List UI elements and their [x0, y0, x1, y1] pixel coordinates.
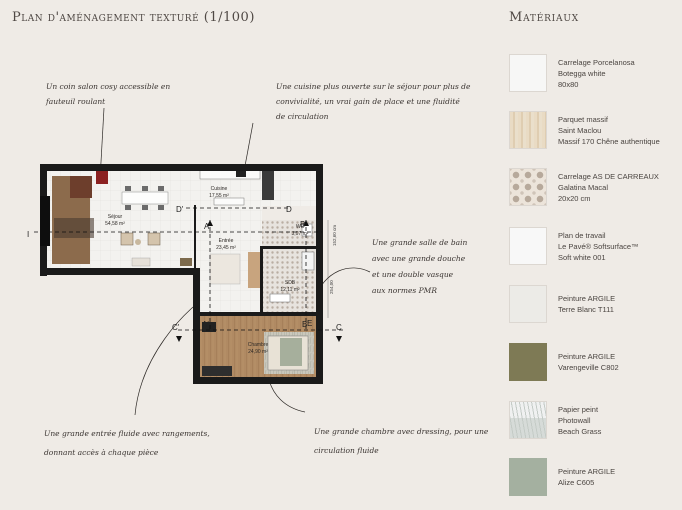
material-item: Peinture ARGILE Alize C605 [509, 458, 679, 498]
lounge-chair-1 [120, 232, 134, 246]
note-sdb: Une grande salle de bain avec une grande… [372, 238, 468, 295]
double-vanity [269, 293, 291, 303]
room-wc-area: 3,07 m² [292, 231, 309, 237]
fireplace [40, 196, 50, 246]
bathroom-toilet [301, 251, 315, 271]
wall-south-sejour [40, 268, 198, 275]
section-markers [176, 220, 342, 342]
section-label-a: A [204, 222, 210, 231]
section-label-d: D [286, 205, 292, 214]
section-label-b: B [300, 220, 305, 229]
wall-north [40, 164, 323, 171]
section-label-c: C [336, 323, 342, 332]
wall-east [316, 164, 323, 384]
armchair-red [70, 176, 92, 198]
room-sejour-name: Séjour [108, 214, 123, 220]
wall-chambre-north [196, 312, 317, 316]
wall-wc-sdb [262, 246, 317, 249]
room-cuisine-area: 17,55 m² [209, 193, 229, 199]
bedroom-dresser [202, 366, 232, 376]
entree-rug [209, 253, 241, 285]
materials-title: Matériaux [509, 10, 579, 25]
room-cuisine-name: Cuisine [211, 186, 228, 192]
note-entree: Une grande entrée fluide avec rangements… [44, 429, 210, 457]
paint-swatch [509, 458, 547, 496]
room-entree-name: Entrée [219, 238, 234, 244]
bedroom-desk [202, 322, 216, 332]
note-cuisine: Une cuisine plus ouverte sur le séjour p… [276, 82, 471, 121]
section-label-b2: B' [302, 320, 309, 329]
material-item: Plan de travail Le Pavé® Softsurface™ So… [509, 227, 679, 267]
section-label-d2: D' [176, 205, 184, 214]
section-label-i: I [27, 230, 29, 239]
furniture [52, 169, 315, 376]
room-chambre-area: 24,90 m² [248, 349, 268, 355]
side-table [135, 239, 141, 245]
material-item: Parquet massif Saint Maclou Massif 170 C… [509, 111, 679, 151]
section-marker-c-left [176, 336, 182, 342]
dimension-1: 152,60 cm [332, 225, 337, 246]
paint-swatch [509, 285, 547, 323]
plain-tile-swatch [509, 54, 547, 92]
paint-swatch [509, 343, 547, 381]
kitchen-counter [199, 169, 261, 180]
section-marker-b [303, 220, 309, 226]
wood-swatch [509, 111, 547, 149]
section-label-e: E [307, 319, 312, 328]
cooktop [236, 170, 246, 177]
room-sdb-area: 12,11 m² [280, 287, 300, 293]
wall-entree-sdb [260, 246, 263, 316]
fridge [262, 170, 274, 200]
material-item: Peinture ARGILE Terre Blanc T111 [509, 285, 679, 325]
section-label-c2: C' [172, 323, 180, 332]
room-chambre-name: Chambre [248, 342, 269, 348]
material-item: Peinture ARGILE Varengeville C802 [509, 343, 679, 383]
wall-south-chambre [193, 377, 323, 384]
room-wc-name: WC [296, 224, 305, 230]
section-marker-a [207, 220, 213, 226]
lounge-chair-2 [147, 232, 161, 246]
section-marker-c-right [336, 336, 342, 342]
page-title: Plan d'aménagement texturé (1/100) [12, 10, 255, 25]
section-label-a2: A' [202, 320, 209, 329]
kitchen-island [213, 197, 245, 206]
material-item: Carrelage Porcelanosa Botegga white 80x8… [509, 54, 679, 94]
rug [54, 218, 94, 238]
cabinet [180, 258, 192, 266]
worktop-swatch [509, 227, 547, 265]
room-sdb-name: SDB [285, 280, 296, 286]
leader-cuisine [244, 122, 254, 167]
note-chambre: Une grande chambre avec dressing, pour u… [314, 427, 489, 455]
wall-sejour-entree [194, 205, 196, 269]
wall-west-chambre [193, 268, 200, 384]
note-salon: Un coin salon cosy accessible en fauteui… [46, 82, 171, 106]
room-sejour-area: 54,58 m² [105, 221, 125, 227]
pattern-tile-swatch [509, 168, 547, 206]
dimension-2: 254,00 [329, 280, 334, 294]
dining-chairs [125, 186, 164, 210]
entree-storage [248, 252, 260, 288]
room-entree-area: 23,45 m² [216, 245, 236, 251]
plant-red [96, 170, 108, 184]
section-lines [34, 207, 346, 332]
wallpaper-swatch [509, 401, 547, 439]
dining-table [121, 191, 169, 205]
bench [131, 257, 151, 267]
material-item: Carrelage AS DE CARREAUX Galatina Macal … [509, 168, 679, 208]
bedspread [280, 338, 302, 366]
material-item: Papier peint Photowall Beach Grass [509, 401, 679, 441]
